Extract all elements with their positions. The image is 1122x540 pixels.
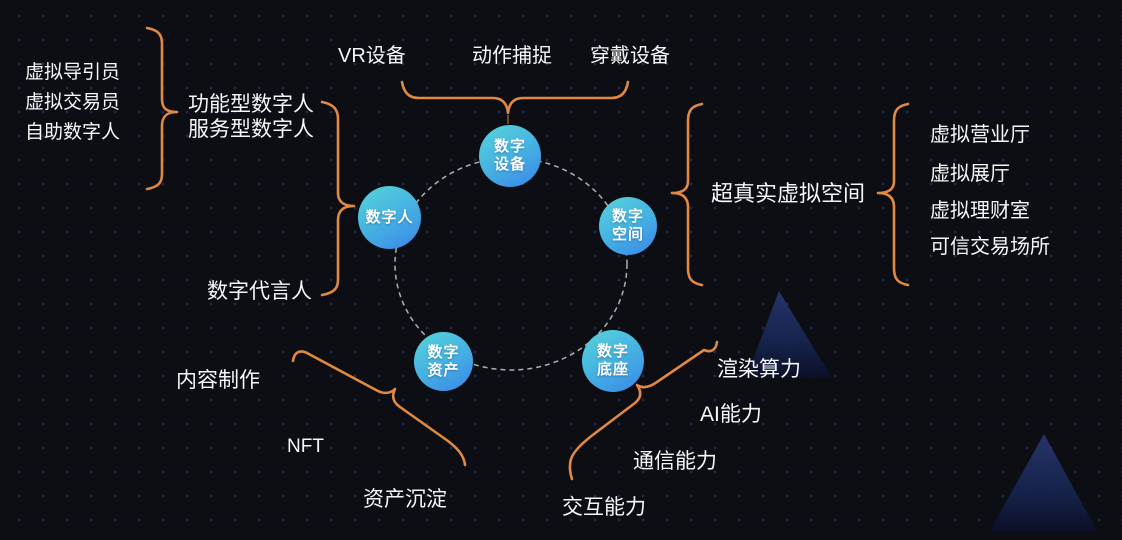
label-digital-spokesperson: 数字代言人 <box>207 280 312 303</box>
node-digital-base-line2: 底座 <box>596 361 629 378</box>
label-virtual-business-hall: 虚拟营业厅 <box>930 124 1030 146</box>
label-nft: NFT <box>287 436 324 457</box>
node-digital-base: 数字 底座 <box>582 330 644 392</box>
human-types-curly-brace-icon <box>320 100 356 297</box>
label-interaction-capability: 交互能力 <box>562 496 646 519</box>
right-list-curly-brace-icon <box>876 102 910 287</box>
node-digital-device-line2: 设备 <box>493 156 526 173</box>
node-digital-human-label: 数字人 <box>365 208 414 226</box>
node-digital-space-line2: 空间 <box>611 226 644 243</box>
label-communication-capability: 通信能力 <box>633 450 717 473</box>
left-list-curly-brace-icon <box>145 26 179 191</box>
node-digital-space-line1: 数字 <box>611 208 644 225</box>
node-digital-human: 数字人 <box>358 186 421 249</box>
label-functional-digital-human: 功能型数字人 <box>188 93 314 116</box>
mountain-triangle-small-icon <box>746 291 832 378</box>
node-digital-device-line1: 数字 <box>493 138 526 155</box>
label-virtual-wealth-room: 虚拟理财室 <box>930 200 1030 222</box>
label-motion-capture: 动作捕捉 <box>472 45 552 67</box>
label-vr-device: VR设备 <box>338 45 406 67</box>
label-self-service-human: 自助数字人 <box>25 122 121 143</box>
node-digital-device: 数字 设备 <box>479 125 541 187</box>
bottom-right-curly-brace-icon <box>568 340 719 481</box>
mountain-triangle-large-icon <box>990 434 1097 531</box>
label-content-production: 内容制作 <box>176 369 260 392</box>
node-digital-space: 数字 空间 <box>599 197 657 255</box>
node-digital-asset-line2: 资产 <box>427 361 460 379</box>
node-digital-base-line1: 数字 <box>596 343 629 360</box>
label-hyperreal-virtual-space: 超真实虚拟空间 <box>711 181 866 206</box>
virtual-space-curly-brace-icon <box>670 102 704 287</box>
label-service-digital-human: 服务型数字人 <box>188 118 314 141</box>
label-render-power: 渲染算力 <box>717 358 801 381</box>
node-digital-asset: 数字 资产 <box>414 332 473 391</box>
label-virtual-showroom: 虚拟展厅 <box>930 163 1010 185</box>
label-wearable-device: 穿戴设备 <box>590 45 670 67</box>
label-ai-capability: AI能力 <box>700 403 762 426</box>
bottom-left-curly-brace-icon <box>291 350 467 467</box>
top-devices-curly-brace-icon <box>400 80 630 115</box>
node-digital-asset-line1: 数字 <box>427 343 460 361</box>
label-virtual-guide: 虚拟导引员 <box>25 62 121 83</box>
label-virtual-trader: 虚拟交易员 <box>25 92 121 113</box>
label-trusted-trading-place: 可信交易场所 <box>930 236 1050 258</box>
label-asset-deposit: 资产沉淀 <box>363 488 447 511</box>
